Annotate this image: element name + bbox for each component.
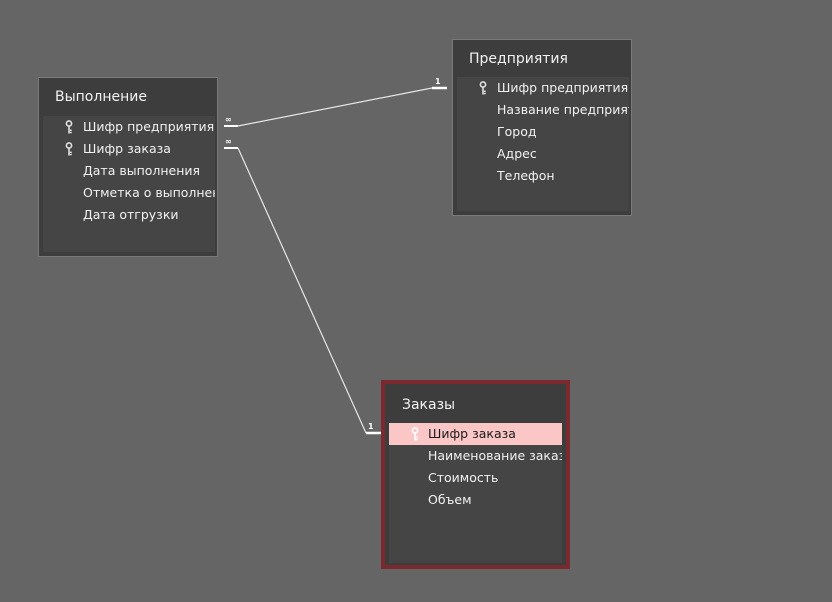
relationship-line-enterprise[interactable] (237, 87, 433, 127)
table-title: Предприятия (469, 51, 568, 67)
table-title: Выполнение (55, 89, 147, 105)
cardinality-many-label: ∞ (225, 137, 232, 146)
field-row[interactable]: Наименование заказа (389, 445, 562, 467)
key-icon (65, 119, 73, 134)
key-icon (65, 141, 73, 156)
field-row[interactable]: Объем (389, 489, 562, 511)
cardinality-many-label: ∞ (225, 115, 232, 124)
field-name: Название предприятия (497, 102, 629, 117)
field-row[interactable]: Шифр предприятия (457, 77, 629, 99)
field-row[interactable]: Город (457, 121, 629, 143)
cardinality-one-label: 1 (368, 422, 374, 431)
field-row[interactable]: Шифр предприятия (43, 116, 215, 138)
table-title: Заказы (402, 397, 456, 413)
field-name: Дата выполнения (83, 163, 201, 178)
relationship-line-order[interactable] (237, 147, 367, 434)
field-row[interactable]: Шифр заказа (43, 138, 215, 160)
field-row[interactable]: Дата выполнения (43, 160, 215, 182)
field-name: Наименование заказа (428, 448, 562, 463)
field-row[interactable]: Дата отгрузки (43, 204, 215, 226)
field-name: Дата отгрузки (83, 207, 179, 222)
field-name: Шифр предприятия (83, 119, 215, 134)
field-row[interactable]: Стоимость (389, 467, 562, 489)
field-name: Отметка о выполнении (83, 185, 215, 200)
field-row[interactable]: Шифр заказа (389, 423, 562, 445)
field-name: Стоимость (428, 470, 499, 485)
field-name: Объем (428, 492, 472, 507)
field-row[interactable]: Название предприятия (457, 99, 629, 121)
field-name: Шифр заказа (428, 426, 516, 441)
field-name: Шифр предприятия (497, 80, 629, 95)
field-name: Телефон (497, 168, 555, 183)
field-name: Адрес (497, 146, 537, 161)
key-icon (479, 80, 487, 95)
key-icon (411, 426, 419, 441)
field-row[interactable]: Адрес (457, 143, 629, 165)
field-row[interactable]: Отметка о выполнении (43, 182, 215, 204)
field-name: Шифр заказа (83, 141, 171, 156)
cardinality-one-label: 1 (435, 77, 441, 86)
field-row[interactable]: Телефон (457, 165, 629, 187)
field-name: Город (497, 124, 537, 139)
